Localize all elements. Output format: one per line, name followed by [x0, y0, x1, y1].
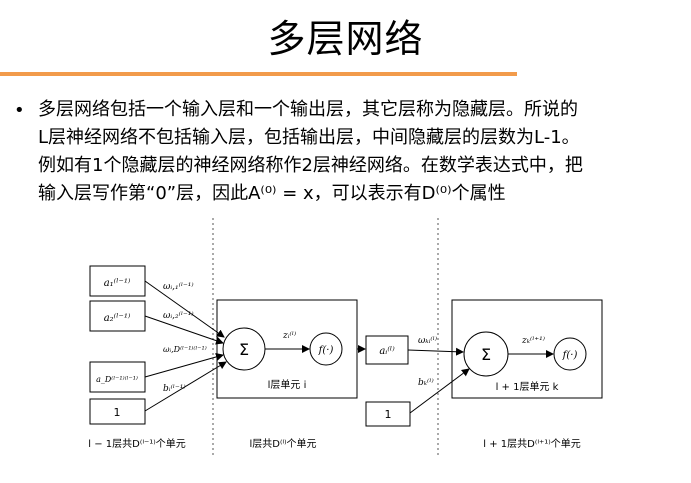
bias-weight-right: bₖ⁽ˡ⁾: [418, 377, 434, 388]
weight-label-1: ωᵢ,₁⁽ˡ⁻¹⁾: [163, 281, 194, 292]
activation-label-left: f(·): [318, 345, 334, 356]
activation-node-right: [553, 337, 587, 371]
input-node-2-label: a₂⁽ˡ⁻¹⁾: [104, 313, 131, 324]
bullet-text: 多层网络包括一个输入层和一个输出层，其它层称为隐藏层。所说的 L层神经网络不包括…: [38, 96, 678, 208]
caption-previous-layer: l − 1层共D⁽ˡ⁻¹⁾个单元: [88, 438, 185, 450]
activation-label-right: f(·): [562, 350, 578, 361]
bullet-line-1: 多层网络包括一个输入层和一个输出层，其它层称为隐藏层。所说的: [38, 99, 578, 120]
z-label-left: zᵢ⁽ˡ⁾: [282, 330, 296, 341]
activation-node-left: [309, 332, 343, 366]
edge-input-1: [144, 280, 225, 338]
weight-label-d: ωᵢ,D⁽ˡ⁻¹⁾⁽ˡ⁻¹⁾: [163, 345, 207, 354]
unit-left-label: l层单元 i: [268, 379, 307, 391]
unit-right-label: l + 1层单元 k: [496, 381, 559, 393]
bullet-line-2: L层神经网络不包括输入层，包括输出层，中间隐藏层的层数为L-1。: [38, 127, 580, 148]
weight-label-right: ωₖᵢ⁽ˡ⁾: [418, 335, 437, 346]
edge-input-d: [144, 353, 224, 378]
bullet-marker: •: [14, 100, 25, 121]
edge-hidden-to-sum: [407, 347, 464, 356]
sum-symbol-left: Σ: [239, 340, 249, 359]
bias-input-right-label: 1: [385, 408, 392, 421]
sum-symbol-right: Σ: [481, 345, 491, 364]
bias-input-left: [89, 398, 146, 425]
bias-input-right: [365, 401, 411, 427]
edge-bias-right: [409, 368, 470, 414]
hidden-output-node: [365, 335, 409, 365]
input-node-d-label: a_D⁽ˡ⁻¹⁾⁽ˡ⁻¹⁾: [96, 375, 138, 384]
hidden-output-label: aᵢ⁽ˡ⁾: [379, 346, 395, 357]
input-node-1-label: a₁⁽ˡ⁻¹⁾: [104, 278, 131, 289]
edge-input-2: [144, 315, 224, 345]
z-label-right: zₖ⁽ˡ⁺¹⁾: [521, 335, 545, 346]
slide-title: 多层网络: [267, 17, 424, 61]
bullet-line-4: 输入层写作第“0”层，因此A⁽⁰⁾ = x，可以表示有D⁽⁰⁾个属性: [38, 183, 506, 204]
edge-bias-left: [144, 361, 227, 412]
caption-next-layer: l + 1层共D⁽ˡ⁺¹⁾个单元: [483, 438, 580, 450]
bias-input-left-label: 1: [114, 406, 121, 419]
caption-current-layer: l层共D⁽ˡ⁾个单元: [249, 438, 316, 450]
bullet-line-3: 例如有1个隐藏层的神经网络称作2层神经网络。在数学表达式中，把: [38, 155, 583, 176]
weight-label-2: ωᵢ,₂⁽ˡ⁻¹⁾: [163, 310, 194, 321]
title-underline: [0, 72, 517, 76]
input-node-d: [89, 361, 146, 393]
bias-weight-left: bᵢ⁽ˡ⁻¹⁾: [163, 383, 186, 394]
